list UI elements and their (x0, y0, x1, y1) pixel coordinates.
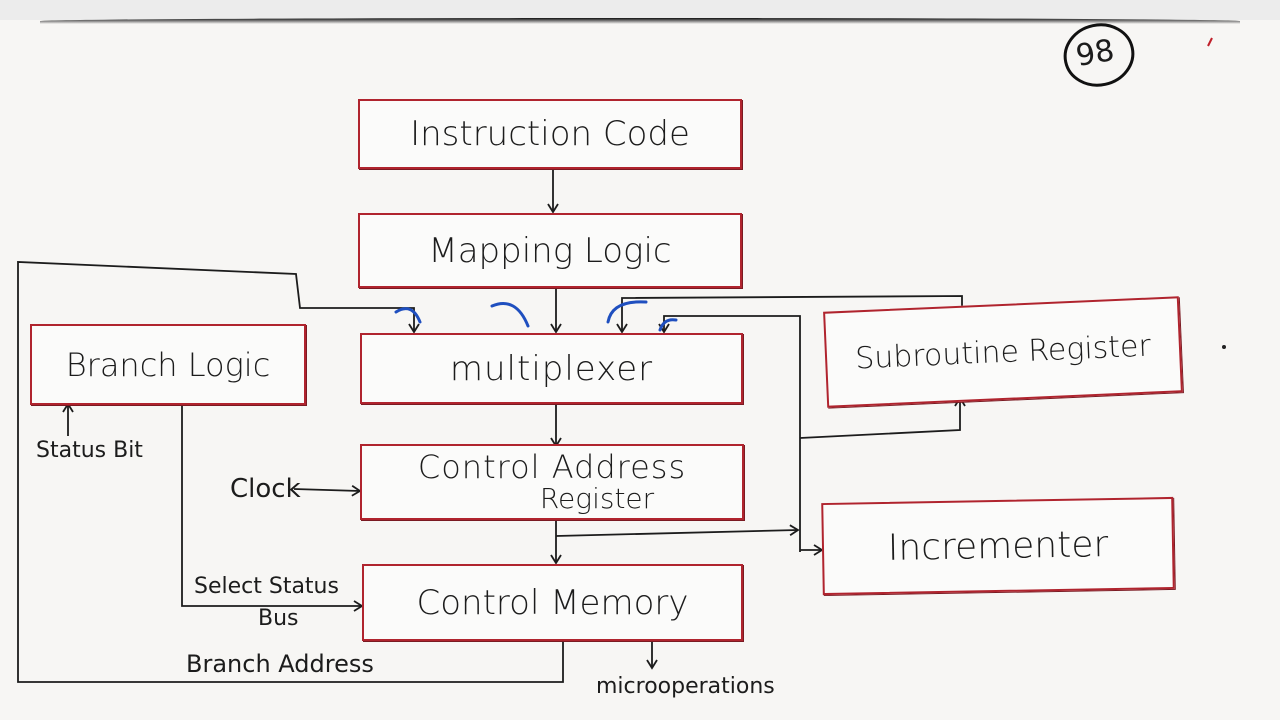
annotation-mark-4 (658, 318, 678, 332)
annotation-mark-2 (490, 302, 530, 328)
control-address-register-box: Control Address Register (360, 444, 744, 520)
arrow-to-subroutine (799, 396, 966, 439)
register-label: Register (539, 482, 655, 516)
branch-address-label: Branch Address (186, 650, 374, 678)
page-number: 98 (1073, 32, 1117, 75)
arrow-car-to-right (555, 524, 800, 537)
ink-dot (1222, 345, 1226, 349)
microoperations-label: microoperations (596, 674, 775, 699)
select-status-label: Select Status (194, 574, 339, 599)
clock-label: Clock (230, 474, 301, 504)
arrow-clock-to-car (293, 485, 362, 497)
mapping-logic-box: Mapping Logic (358, 213, 742, 288)
instruction-code-label: Instruction Code (410, 114, 690, 154)
status-bit-label: Status Bit (36, 438, 143, 463)
bus-label: Bus (258, 606, 299, 631)
incrementer-box: Incrementer (821, 496, 1175, 596)
red-pen-mark (1207, 37, 1213, 47)
instruction-code-box: Instruction Code (358, 99, 742, 169)
branch-logic-label: Branch Logic (65, 345, 271, 384)
subroutine-register-label: Subroutine Register (854, 328, 1152, 376)
annotation-mark-1 (394, 307, 422, 324)
branch-logic-box: Branch Logic (30, 324, 306, 405)
page-number-circle (1063, 23, 1135, 87)
subroutine-register-box: Subroutine Register (823, 296, 1183, 408)
multiplexer-box: multiplexer (360, 333, 743, 404)
branch-address-loop (17, 261, 564, 683)
select-line (181, 404, 364, 612)
control-memory-box: Control Memory (362, 564, 743, 641)
control-memory-label: Control Memory (416, 582, 689, 623)
mapping-logic-label: Mapping Logic (428, 230, 672, 271)
control-address-label: Control Address (417, 447, 687, 486)
page-edge-shadow (40, 18, 1240, 24)
incrementer-label: Incrementer (887, 523, 1109, 569)
annotation-mark-3 (606, 300, 648, 324)
top-bar (0, 0, 1280, 20)
multiplexer-label: multiplexer (449, 348, 654, 389)
